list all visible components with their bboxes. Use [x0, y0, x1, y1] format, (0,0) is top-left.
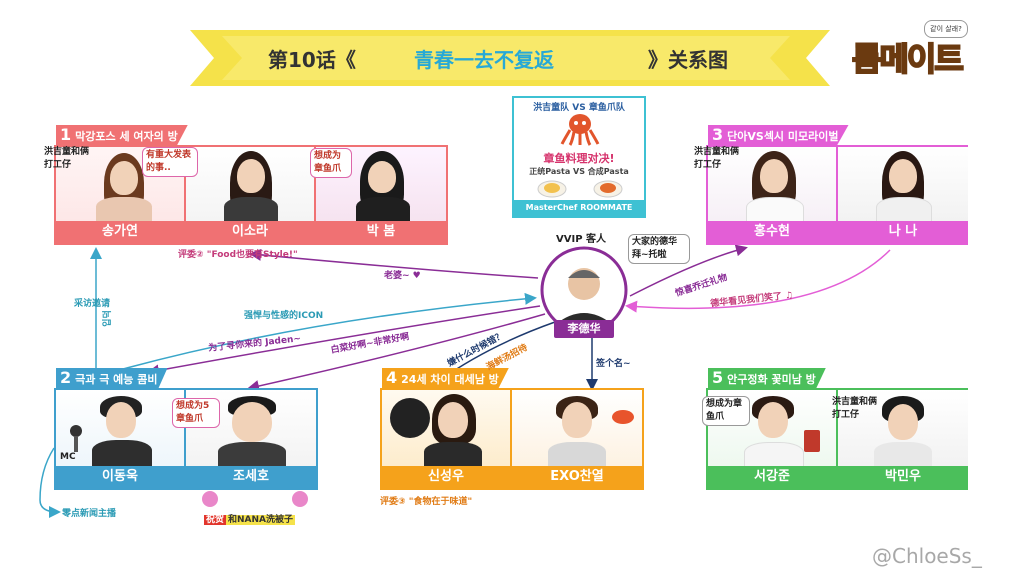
link-nana	[625, 249, 891, 313]
microphone-icon	[70, 425, 82, 452]
person-card: 박 봄	[316, 147, 446, 243]
show-logo: 룸메이트	[851, 39, 965, 79]
link-jaden	[147, 305, 541, 377]
title-prefix: 第10话《	[268, 48, 356, 72]
room-2-mc-label: MC	[60, 452, 76, 462]
logo-bubble: 같이 살래?	[924, 20, 968, 38]
link-to-room1	[249, 248, 539, 279]
room-1-number: 1	[60, 125, 72, 144]
room-1-caption: 评委② "Food也要有Style!"	[178, 250, 298, 260]
room-1-note-octopus: 想成为章鱼爪	[310, 148, 352, 178]
room-4-title: 24세 차이 대세남 방	[401, 373, 499, 386]
center-guest-photo	[540, 246, 628, 334]
person-card: 서강준	[708, 390, 838, 488]
link-icon	[111, 292, 537, 373]
person-card: 이동욱	[56, 390, 186, 488]
link-hello	[247, 313, 546, 392]
room-5-number: 5	[712, 368, 724, 387]
person-photo	[316, 147, 446, 221]
guest-label: VVIP 客人	[556, 234, 607, 245]
person-photo	[56, 147, 184, 221]
room-3-number: 3	[712, 125, 724, 144]
person-name: 조세호	[186, 466, 316, 488]
room-3-note-team: 洪吉童和俩打工仔	[694, 147, 740, 170]
guest-greeting: 大家的德华 拜~托啦	[628, 234, 690, 264]
person-card: 박민우	[838, 390, 968, 488]
person-card: 나 나	[838, 147, 968, 243]
masterchef-battle: 章鱼料理对决!	[543, 152, 615, 165]
link-label-invite-kr: 입덕	[102, 310, 113, 327]
room-5-note-team: 洪吉童和俩打工仔	[832, 397, 878, 420]
masterchef-pasta: 正统Pasta VS 合成Pasta	[529, 167, 629, 176]
person-name: 나 나	[838, 221, 968, 243]
room-2-title: 극과 극 예능 콤비	[75, 373, 158, 386]
person-photo	[512, 390, 642, 466]
person-photo	[838, 390, 968, 466]
person-card: 송가연	[56, 147, 186, 243]
person-name: 박 봄	[316, 221, 446, 243]
room-1-note-announcement: 有重大发表的事..	[142, 147, 198, 177]
masterchef-footer: MasterChef ROOMMATE	[514, 200, 644, 216]
octopus-icon	[560, 114, 600, 146]
title-episode-name: 青春一去不复返	[414, 48, 554, 72]
link-label-invite: 采访邀请	[74, 299, 111, 309]
room-3-title: 단아VS섹시 미모라이벌	[727, 130, 839, 143]
watermark: @ChloeSs_	[872, 544, 982, 568]
room-2-note-octopus: 想成为5章鱼爪	[172, 398, 220, 428]
room-5-note-octopus: 想成为章鱼爪	[702, 396, 750, 426]
masterchef-teams: 洪吉童队 VS 章鱼爪队	[533, 103, 625, 113]
person-name: EXO찬열	[512, 466, 642, 488]
person-card: EXO찬열	[512, 390, 642, 488]
room-5-title: 안구정화 꽃미남 방	[727, 373, 816, 386]
person-name: 홍수현	[708, 221, 836, 243]
person-photo	[708, 147, 836, 223]
link-label-sign: 签个名~	[596, 359, 631, 369]
link-label-icon: 强悍与性感的ICON	[244, 311, 324, 321]
room-2-caption: 零点新闻主播	[62, 509, 117, 519]
congrats-text: 和NANA洗被子	[226, 515, 296, 525]
person-name: 이동욱	[56, 466, 184, 488]
room-4-number: 4	[386, 368, 398, 387]
person-name: 박민우	[838, 466, 968, 488]
guest-name: 李德华	[554, 320, 614, 338]
link-gift	[629, 244, 748, 297]
link-news	[39, 447, 61, 518]
room-1-title: 막강포스 세 여자의 방	[75, 130, 178, 143]
pasta-dishes-icon	[537, 180, 623, 198]
page-title: 第10话《 青春一去不复返 》关系图	[262, 44, 732, 74]
title-suffix: 》关系图	[648, 48, 728, 72]
link-label-wife: 老婆~ ♥	[384, 271, 421, 281]
congrats-banner: 祝贺和NANA洗被子	[204, 512, 296, 528]
masterchef-box: 洪吉童队 VS 章鱼爪队 章鱼料理对决! 正统Pasta VS 合成Pasta …	[512, 96, 646, 218]
congrats-badge: 祝贺	[204, 515, 227, 525]
room-1-note-team: 洪吉童和俩打工仔	[44, 147, 90, 170]
person-name: 신성우	[382, 466, 510, 488]
person-name: 이소라	[186, 221, 314, 243]
title-banner	[190, 30, 830, 86]
person-name: 송가연	[56, 221, 184, 243]
person-photo	[838, 147, 968, 223]
person-photo	[56, 390, 184, 466]
person-photo	[186, 147, 314, 221]
person-photo	[382, 390, 510, 466]
balloons-icon	[202, 491, 308, 507]
room-4-caption: 评委③ "食物在于味道"	[380, 497, 473, 507]
person-card: 홍수현	[708, 147, 838, 243]
person-photo	[708, 390, 836, 468]
person-name: 서강준	[708, 466, 836, 488]
person-card: 신성우	[382, 390, 512, 488]
person-card: 이소라	[186, 147, 316, 243]
room-2-number: 2	[60, 368, 72, 387]
